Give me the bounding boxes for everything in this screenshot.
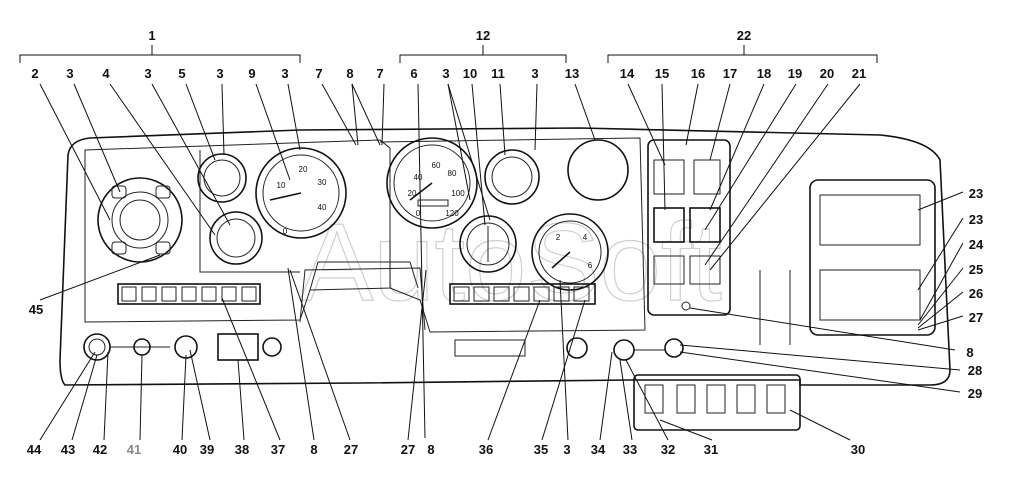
callout: 21 [852, 66, 866, 81]
callout: 18 [757, 66, 771, 81]
callout: 27 [401, 442, 415, 457]
callout: 29 [968, 386, 982, 401]
callout: 30 [851, 442, 865, 457]
speedo-mark: 40 [414, 173, 423, 182]
callout: 8 [310, 442, 317, 457]
callout: 14 [620, 66, 635, 81]
tacho-mark: 40 [318, 203, 327, 212]
callout: 25 [969, 262, 983, 277]
callout: 8 [346, 66, 353, 81]
callout: 17 [723, 66, 737, 81]
callouts-top-groups: 1 12 22 [148, 28, 751, 43]
speedo-mark: 100 [451, 189, 465, 198]
warning-lamps-left [117, 283, 261, 305]
callout: 35 [534, 442, 548, 457]
callout: 40 [173, 442, 187, 457]
callout: 16 [691, 66, 705, 81]
speedo-mark: 0 [416, 209, 421, 218]
callout: 7 [315, 66, 322, 81]
callout: 26 [969, 286, 983, 301]
callout: 3 [281, 66, 288, 81]
pressure-mark: 4 [583, 233, 588, 242]
callout: 31 [704, 442, 718, 457]
callouts-bottom-row: 44 43 42 41 40 39 38 37 8 27 27 8 36 35 … [27, 442, 865, 457]
tacho-mark: 30 [318, 178, 327, 187]
switch-panel [647, 139, 731, 316]
callout: 38 [235, 442, 249, 457]
speedo-mark: 60 [432, 161, 441, 170]
warning-lamps-middle [449, 283, 596, 305]
gauge-cluster-left [97, 153, 263, 265]
bracket-group-22 [607, 45, 878, 63]
callout: 3 [66, 66, 73, 81]
callout: 43 [61, 442, 75, 457]
callout: 12 [476, 28, 490, 43]
callout: 20 [820, 66, 834, 81]
pressure-mark: 6 [588, 261, 593, 270]
callout: 28 [968, 363, 982, 378]
speedometer: 40 60 80 100 120 0 20 [386, 137, 478, 229]
callouts-left: 45 [29, 302, 43, 317]
callout: 4 [102, 66, 110, 81]
tachometer: 10 20 30 40 0 [255, 147, 347, 239]
speedo-mark: 80 [448, 169, 457, 178]
callout: 3 [216, 66, 223, 81]
callout: 39 [200, 442, 214, 457]
callout: 36 [479, 442, 493, 457]
callout: 11 [491, 66, 505, 81]
callout: 3 [531, 66, 538, 81]
callout: 33 [623, 442, 637, 457]
callout: 22 [737, 28, 751, 43]
callout: 13 [565, 66, 579, 81]
callout: 8 [966, 345, 973, 360]
speedo-mark: 20 [408, 189, 417, 198]
callout: 10 [463, 66, 477, 81]
callout: 3 [144, 66, 151, 81]
callout: 37 [271, 442, 285, 457]
callout: 3 [442, 66, 449, 81]
callout: 2 [31, 66, 38, 81]
callout: 9 [248, 66, 255, 81]
gauge-cluster-middle: 2 4 6 [459, 139, 629, 291]
fuse-box [759, 179, 936, 345]
callout: 41 [127, 442, 141, 457]
tacho-mark: 0 [283, 227, 288, 236]
callout: 5 [178, 66, 185, 81]
callout: 27 [344, 442, 358, 457]
callout: 24 [969, 237, 984, 252]
callout: 23 [969, 212, 983, 227]
callouts-right-column: 23 23 24 25 26 27 8 28 29 [966, 186, 984, 401]
callout: 1 [148, 28, 155, 43]
callout: 32 [661, 442, 675, 457]
callout: 7 [376, 66, 383, 81]
pressure-mark: 2 [556, 233, 561, 242]
callout: 44 [27, 442, 42, 457]
bracket-group-1 [19, 45, 301, 63]
tacho-mark: 10 [277, 181, 286, 190]
bracket-group-12 [399, 45, 567, 63]
callout: 42 [93, 442, 107, 457]
callout: 19 [788, 66, 802, 81]
callout: 34 [591, 442, 606, 457]
callout: 8 [427, 442, 434, 457]
callout: 6 [410, 66, 417, 81]
leader-lines [39, 83, 964, 441]
callouts-top-row: 2 3 4 3 5 3 9 3 7 8 7 6 3 10 11 3 13 14 … [31, 66, 866, 81]
callout: 15 [655, 66, 669, 81]
callout: 45 [29, 302, 43, 317]
callout: 27 [969, 310, 983, 325]
callout: 3 [563, 442, 570, 457]
tacho-mark: 20 [299, 165, 308, 174]
speedo-mark: 120 [445, 209, 459, 218]
callout: 23 [969, 186, 983, 201]
